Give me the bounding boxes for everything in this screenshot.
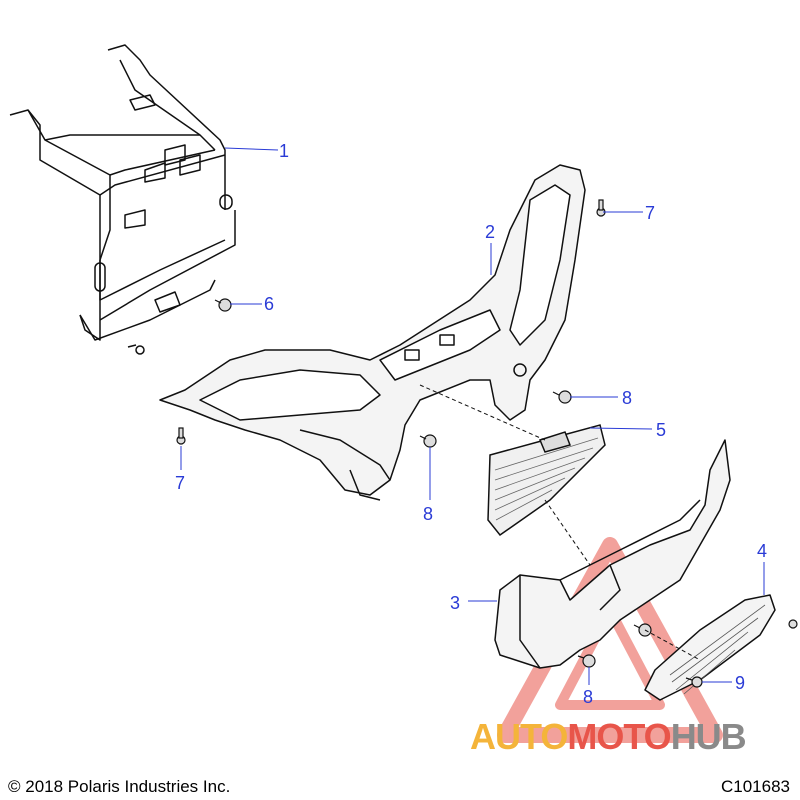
part-2-main-frame [159, 164, 586, 501]
callout-8-right: 8 [622, 388, 633, 408]
callout-5: 5 [656, 420, 667, 440]
part-1-tube-frame [9, 44, 236, 355]
callout-9: 9 [735, 673, 746, 693]
bolt-6 [214, 298, 232, 312]
watermark-part-hub: HUB [670, 716, 747, 757]
watermark-part-moto: MOTO [567, 716, 671, 757]
callout-4: 4 [757, 541, 768, 561]
bolt-8-middle [419, 434, 437, 448]
bolt-7-top [596, 199, 606, 217]
diagram-id: C101683 [720, 777, 790, 796]
callout-7-left: 7 [175, 473, 186, 493]
bolt-9-right [788, 619, 798, 629]
part-4-side-panel [644, 594, 776, 701]
leader-lines [180, 147, 765, 685]
callout-8-middle: 8 [423, 504, 434, 524]
fastener-bolts [176, 199, 798, 688]
bolt-8-lower2 [633, 623, 652, 637]
watermark-logo: AUTOMOTOHUB [470, 716, 747, 758]
bolt-8-right [552, 390, 572, 404]
watermark-part-auto: AUTO [470, 716, 568, 757]
callout-2: 2 [485, 222, 496, 242]
part-5-grille [487, 424, 606, 537]
callout-8-bottom: 8 [583, 687, 594, 707]
callout-1: 1 [279, 141, 290, 161]
alignment-dashed-lines [419, 384, 701, 661]
callout-6: 6 [264, 294, 275, 314]
copyright-text: © 2018 Polaris Industries Inc. [8, 777, 231, 796]
callout-3: 3 [450, 593, 461, 613]
bolt-7-left [176, 427, 186, 445]
callout-7-top: 7 [645, 203, 656, 223]
